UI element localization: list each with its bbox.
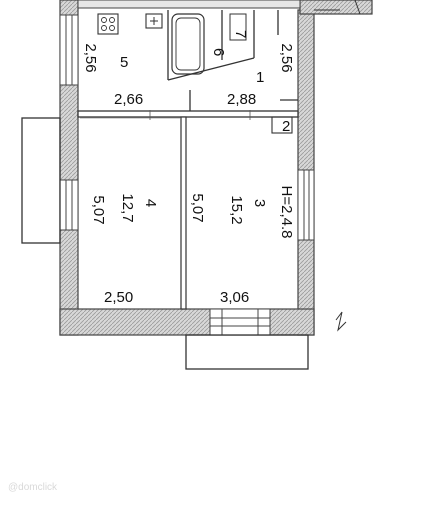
room-3-width: 5,07 [189, 193, 206, 222]
dim-room4-bottom: 2,50 [104, 289, 133, 306]
dim-kitchen-width: 2,66 [114, 91, 143, 108]
room-number-6: 6 [210, 48, 227, 56]
room-number-2: 2 [282, 118, 290, 135]
watermark: @domclick [8, 482, 58, 493]
room-number-7: 7 [232, 30, 249, 38]
left-window [59, 14, 79, 231]
room-number-5: 5 [120, 54, 128, 71]
room-4-width: 5,07 [90, 195, 107, 224]
bottom-window [209, 308, 271, 336]
toilet-fixture [229, 13, 247, 41]
left-balcony [21, 117, 61, 244]
kitchen-stove [97, 13, 119, 35]
bathtub [171, 13, 205, 75]
dim-room3-bottom: 3,06 [220, 289, 249, 306]
room-number-4: 4 [142, 199, 159, 207]
room-4-area: 12,7 [119, 193, 136, 222]
dim-top-left-vertical: 2,56 [82, 43, 99, 72]
ceiling-height: H=2,4.8 [278, 186, 295, 239]
interior-walls [77, 10, 299, 310]
kitchen-sink [145, 13, 163, 29]
bottom-balcony [185, 334, 309, 370]
dim-top-right-vertical: 2,56 [278, 43, 295, 72]
dim-corridor-width: 2,88 [227, 91, 256, 108]
room-number-1: 1 [256, 69, 264, 86]
break-mark [335, 311, 347, 332]
room-number-3: 3 [251, 199, 268, 207]
right-window [297, 169, 315, 241]
room-3-area: 15,2 [228, 195, 245, 224]
closet-box [271, 116, 293, 134]
